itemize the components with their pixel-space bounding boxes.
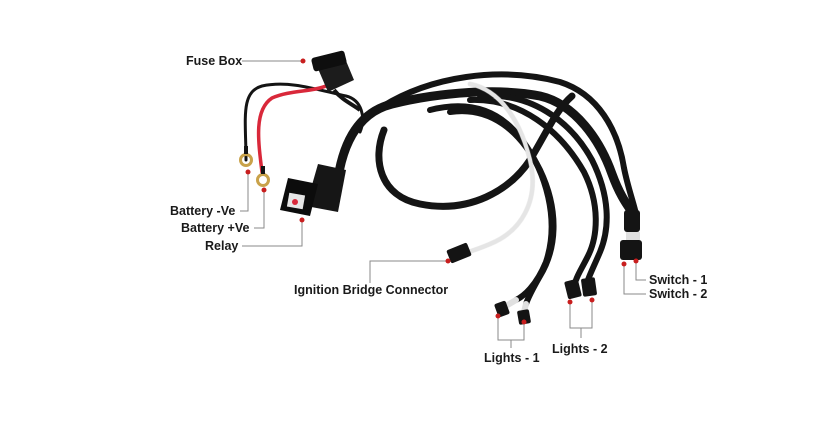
label-lights-1: Lights - 1	[484, 351, 540, 365]
battery-negative-terminal	[239, 153, 253, 167]
ignition-bridge-connector	[446, 242, 472, 264]
battery-positive-terminal	[256, 173, 270, 187]
main-harness	[333, 71, 639, 307]
label-relay: Relay	[205, 239, 238, 253]
label-fuse-box: Fuse Box	[186, 54, 242, 68]
label-lights-2: Lights - 2	[552, 342, 608, 356]
label-battery-negative: Battery -Ve	[170, 204, 235, 218]
lights-2-connectors	[564, 277, 597, 300]
lights-1-connectors	[494, 297, 531, 325]
leader-lines	[240, 58, 646, 348]
label-ignition-bridge-connector: Ignition Bridge Connector	[294, 283, 448, 297]
battery-wires	[239, 82, 365, 187]
label-switch-1: Switch - 1	[649, 273, 707, 287]
switch-connectors	[620, 210, 642, 260]
label-battery-positive: Battery +Ve	[181, 221, 249, 235]
fuse-box	[311, 50, 362, 112]
relay	[280, 164, 346, 216]
label-switch-2: Switch - 2	[649, 287, 707, 301]
